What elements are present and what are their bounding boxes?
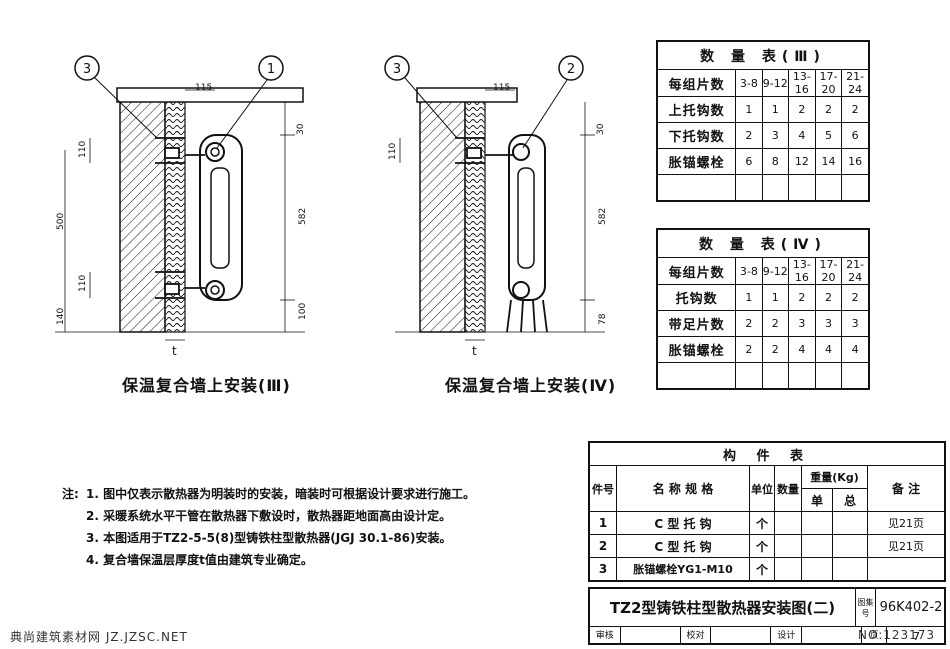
svg-text:t: t (172, 344, 177, 358)
svg-text:30: 30 (296, 123, 306, 135)
insulation-layer (464, 99, 486, 333)
watermark-right: NO:123173 (858, 628, 936, 642)
note-item: 3. 本图适用于TZ2-5-5(8)型铸铁柱型散热器(JGJ 30.1-86)安… (86, 531, 452, 545)
window-sill (116, 87, 304, 103)
callout-2 (558, 55, 584, 81)
table-title: 数 量 表(Ⅳ) (656, 228, 870, 258)
table-title: 数 量 表(Ⅲ) (656, 40, 870, 70)
table-row: 1 C 型 托 钩 个 见21页 (588, 511, 946, 535)
svg-text:582: 582 (598, 208, 608, 225)
callout-1 (258, 55, 284, 81)
caption-left: 保温复合墙上安装(Ⅲ) (122, 376, 291, 395)
hook-bolts (155, 137, 205, 299)
title-block: TZ2型铸铁柱型散热器安装图(二) 图集号 96K402-2 审核 校对 设计 … (588, 587, 946, 645)
table-row: 2 C 型 托 钩 个 见21页 (588, 534, 946, 558)
hook-bolts (455, 137, 513, 164)
parts-table: 构 件 表 件号 名 称 规 格 单位 数量 重量(Kg) 备 注 单 总 1 … (588, 441, 946, 582)
atlas-number: 96K402-2 (876, 589, 946, 627)
callout-3-label: 3 (83, 62, 91, 77)
window-sill (416, 87, 518, 103)
notes-prefix: 注: (62, 487, 79, 501)
signature-row: 审核 校对 设计 页 7 (590, 627, 946, 645)
callout-3-label: 3 (393, 62, 401, 77)
note-item: 1. 图中仅表示散热器为明装时的安装，暗装时可根据设计要求进行施工。 (86, 487, 476, 501)
quantity-table-4: 数 量 表(Ⅳ) 每组片数 3-8 9-12 13-16 17-20 21-24… (656, 228, 870, 390)
svg-text:582: 582 (298, 208, 308, 225)
svg-text:110: 110 (388, 143, 398, 160)
svg-text:115: 115 (493, 83, 510, 93)
svg-text:500: 500 (56, 213, 66, 230)
svg-text:30: 30 (596, 123, 606, 135)
drawing-title: TZ2型铸铁柱型散热器安装图(二) (590, 589, 856, 627)
wall-section (419, 99, 466, 333)
lower-pipe-connection (205, 280, 225, 300)
notes: 注: 1. 图中仅表示散热器为明装时的安装，暗装时可根据设计要求进行施工。 2. … (62, 483, 475, 571)
svg-text:110: 110 (78, 141, 88, 158)
note-item: 2. 采暖系统水平干管在散热器下敷设时，散热器距地面高由设计定。 (86, 509, 452, 523)
page-number: 7 (912, 629, 920, 643)
radiator-feet (506, 299, 548, 333)
svg-text:100: 100 (298, 303, 308, 320)
callout-3 (384, 55, 410, 81)
atlas-label: 图集号 (856, 589, 876, 627)
caption-right: 保温复合墙上安装(Ⅳ) (445, 376, 617, 395)
drawing-right: 3 2 115 30 582 78 110 t (384, 55, 608, 358)
watermark-left: 典尚建筑素材网 JZ.JZSC.NET (10, 630, 188, 644)
svg-text:78: 78 (598, 313, 608, 325)
callout-1-label: 1 (267, 62, 275, 77)
svg-text:115: 115 (195, 83, 212, 93)
svg-text:110: 110 (78, 275, 88, 292)
parts-table-title: 构 件 表 (588, 441, 946, 466)
table-row: 3 胀锚螺栓YG1-M10 个 (588, 557, 946, 582)
upper-pipe-connection (205, 142, 225, 162)
drawing-left: 3 1 115 30 582 100 500 110 110 140 t (55, 55, 308, 358)
callout-3 (74, 55, 100, 81)
svg-text:140: 140 (56, 308, 66, 325)
callout-2-label: 2 (567, 62, 575, 77)
note-item: 4. 复合墙保温层厚度t值由建筑专业确定。 (86, 553, 313, 567)
svg-text:t: t (472, 344, 477, 358)
quantity-table-3: 数 量 表(Ⅲ) 每组片数 3-8 9-12 13-16 17-20 21-24… (656, 40, 870, 202)
